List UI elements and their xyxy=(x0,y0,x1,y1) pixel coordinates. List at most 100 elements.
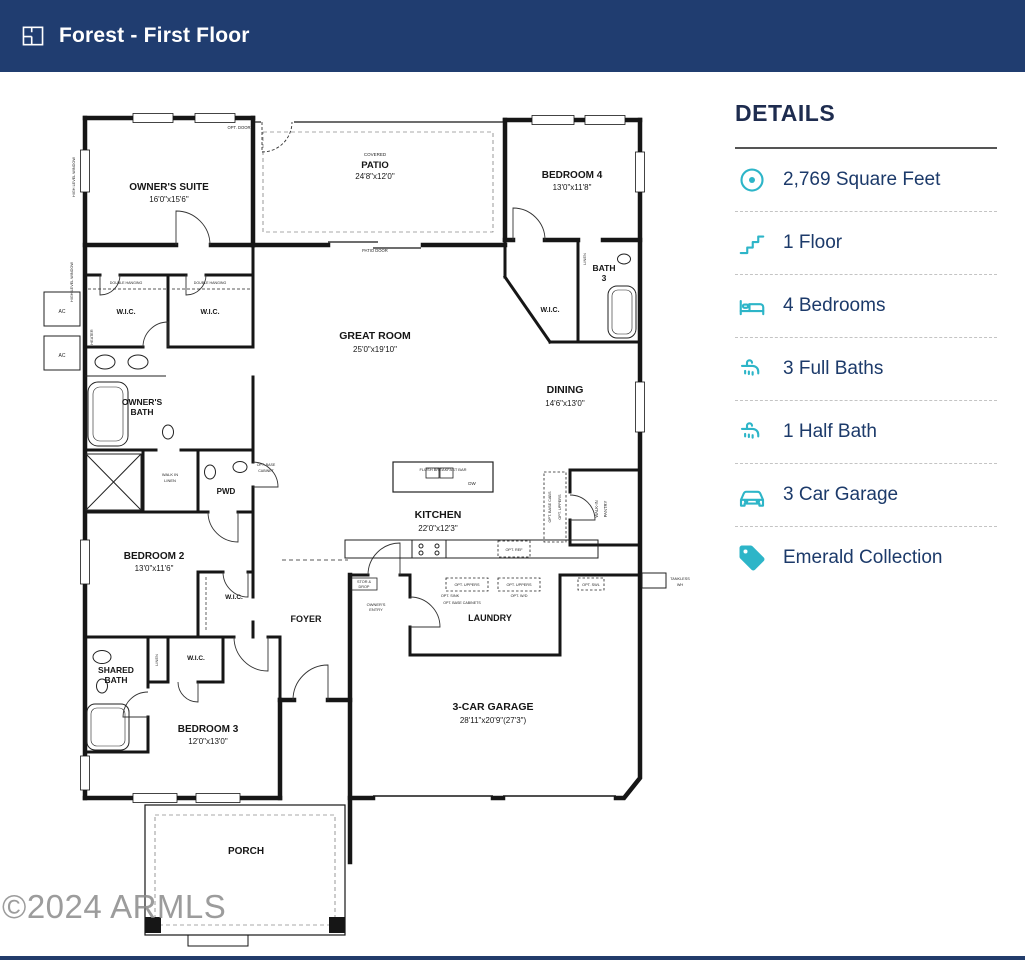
room-label-foyer: FOYER xyxy=(290,614,322,624)
annotation-opt-door: OPT. DOOR xyxy=(227,125,250,130)
annotation-heater: HEATER xyxy=(90,329,94,344)
room-label-great-room: GREAT ROOM xyxy=(339,330,411,342)
room-label-laundry: LAUNDRY xyxy=(468,613,512,623)
detail-label-half-bath: 1 Half Bath xyxy=(783,421,877,442)
room-label-wic-4: W.I.C. xyxy=(225,594,243,601)
annotation-patio-door: PATIO DOOR xyxy=(362,248,388,253)
annotation-cabinet: CABINET xyxy=(258,469,274,473)
annotation-opt-base-cabinets: OPT. BASE CABINETS xyxy=(443,601,481,605)
bottom-edge xyxy=(0,956,1025,960)
room-label-owners-bath-1: OWNER'S xyxy=(122,397,163,407)
room-label-porch: PORCH xyxy=(228,846,264,857)
annot ation-linen-2: LINEN xyxy=(582,253,587,265)
annotation-stor-drop-2: DROP xyxy=(359,585,370,589)
room-dims-bedroom4: 13'0"x11'8" xyxy=(553,183,592,192)
floors-icon xyxy=(737,228,767,258)
details-heading: DETAILS xyxy=(735,100,836,126)
windows xyxy=(80,113,645,803)
patio-door xyxy=(328,241,421,249)
room-label-bedroom4: BEDROOM 4 xyxy=(542,170,603,181)
annotation-opt-swl: OPT. SWL xyxy=(582,583,600,587)
room-label-owners-suite: OWNER'S SUITE xyxy=(129,182,209,193)
annotation-owners-entry-1: OWNER'S xyxy=(367,602,386,607)
garage-icon xyxy=(737,480,767,510)
room-label-wic-3: W.I.C. xyxy=(540,307,559,314)
detail-label-square-feet: 2,769 Square Feet xyxy=(783,169,941,190)
room-label-kitchen: KITCHEN xyxy=(415,509,462,521)
collection-tag-icon xyxy=(737,543,767,573)
room-dims-great-room: 25'0"x19'10" xyxy=(353,345,397,354)
interior-walls xyxy=(83,238,642,754)
annotation-high-level-window-1: HIGH LEVEL WINDOW xyxy=(72,157,76,197)
room-label-wic-1: W.I.C. xyxy=(116,309,135,316)
room-label-dining: DINING xyxy=(547,384,584,396)
room-dims-garage: 28'11"x20'9"(27'3") xyxy=(460,716,527,725)
room-label-patio-prefix: COVERED xyxy=(364,152,387,157)
annotation-linen-1: LINEN xyxy=(154,654,159,666)
plan-annotations: OPT. DOOR PATIO DOOR DOUBLE HANGING DOUB… xyxy=(59,125,691,666)
page-title: Forest - First Floor xyxy=(59,24,250,47)
details-list: 2,769 Square Feet 1 Floor 4 Bedrooms 3 F… xyxy=(735,149,997,589)
room-label-garage: 3-CAR GARAGE xyxy=(452,701,533,713)
detail-label-full-baths: 3 Full Baths xyxy=(783,358,884,379)
detail-label-garage: 3 Car Garage xyxy=(783,484,899,505)
annotation-walk-in-pantry-1: WALK-IN xyxy=(594,500,599,517)
room-label-patio: PATIO xyxy=(361,160,389,171)
room-dims-bedroom2: 13'0"x11'6" xyxy=(135,564,174,573)
detail-item-bedrooms: 4 Bedrooms xyxy=(735,275,997,338)
annotation-opt-ref: OPT. REF xyxy=(505,548,523,552)
annotation-walk-in: WALK IN xyxy=(162,472,178,477)
fixtures xyxy=(43,253,667,751)
room-label-shared-bath-2: BATH xyxy=(105,675,128,685)
annotation-opt-uppers-2: OPT. UPPERS xyxy=(506,583,532,587)
room-label-bedroom2: BEDROOM 2 xyxy=(124,551,185,562)
annotation-flush-breakfast-bar: FLUSH BREAKFAST BAR xyxy=(419,467,466,472)
floorplan-icon xyxy=(20,23,46,49)
room-labels: OWNER'S SUITE 16'0"x15'6" COVERED PATIO … xyxy=(98,152,615,857)
detail-item-square-feet: 2,769 Square Feet xyxy=(735,149,997,212)
annotation-opt-wd: OPT. W/D xyxy=(511,594,528,598)
annotation-opt-uppers-1: OPT. UPPERS xyxy=(454,583,480,587)
annotation-walk-in-linen: LINEN xyxy=(164,478,176,483)
room-label-wic-5: W.I.C. xyxy=(187,655,205,662)
full-baths-icon xyxy=(737,354,767,384)
room-dims-bedroom3: 12'0"x13'0" xyxy=(188,737,228,746)
annotation-high-level-window-2: HIGH LEVEL WINDOW xyxy=(70,262,74,302)
door-swings xyxy=(99,121,596,718)
annotation-opt-sink: OPT. SINK xyxy=(441,594,460,598)
detail-item-floors: 1 Floor xyxy=(735,212,997,275)
annotation-dw: DW xyxy=(468,481,476,486)
details-divider xyxy=(735,147,997,149)
room-dims-patio: 24'8"x12'0" xyxy=(355,172,395,181)
annotation-ac-1: AC xyxy=(59,309,66,315)
square-feet-icon xyxy=(737,165,767,195)
detail-label-floors: 1 Floor xyxy=(783,232,843,253)
detail-item-collection: Emerald Collection xyxy=(735,527,997,589)
patio-outline xyxy=(253,121,505,233)
annotation-opt-uppers-v: OPT. UPPERS xyxy=(558,494,562,520)
annotation-stor-drop-1: STOR & xyxy=(357,580,372,584)
detail-item-garage: 3 Car Garage xyxy=(735,464,997,527)
annotation-tankless-2: WH xyxy=(677,583,684,587)
room-dims-dining: 14'6"x13'0" xyxy=(545,399,585,408)
annotation-owners-entry-2: ENTRY xyxy=(369,607,383,612)
floor-plan-drawing: OWNER'S SUITE 16'0"x15'6" COVERED PATIO … xyxy=(43,113,691,947)
room-label-wic-2: W.I.C. xyxy=(200,309,219,316)
floor-plan: OWNER'S SUITE 16'0"x15'6" COVERED PATIO … xyxy=(38,92,698,952)
annotation-tankless-1: TANKLESS xyxy=(670,577,690,581)
detail-label-collection: Emerald Collection xyxy=(783,547,943,568)
room-label-shared-bath-1: SHARED xyxy=(98,665,134,675)
annotation-opt-base-cabs: OPT. BASE CABS xyxy=(548,491,552,522)
room-dims-owners-suite: 16'0"x15'6" xyxy=(149,195,189,204)
room-label-bath3-2: 3 xyxy=(602,273,607,283)
room-label-owners-bath-2: BATH xyxy=(131,407,154,417)
annotation-double-hanging-1: DOUBLE HANGING xyxy=(110,281,143,285)
watermark: ©2024 ARMLS xyxy=(2,888,227,925)
room-label-pwd: PWD xyxy=(217,487,236,496)
exterior-walls xyxy=(82,115,643,865)
annotation-ac-2: AC xyxy=(59,353,66,359)
room-dims-kitchen: 22'0"x12'3" xyxy=(418,524,458,533)
details-panel: DETAILS 2,769 Square Feet 1 Floor 4 Bedr… xyxy=(735,100,997,589)
room-label-bath3-1: BATH xyxy=(593,263,616,273)
